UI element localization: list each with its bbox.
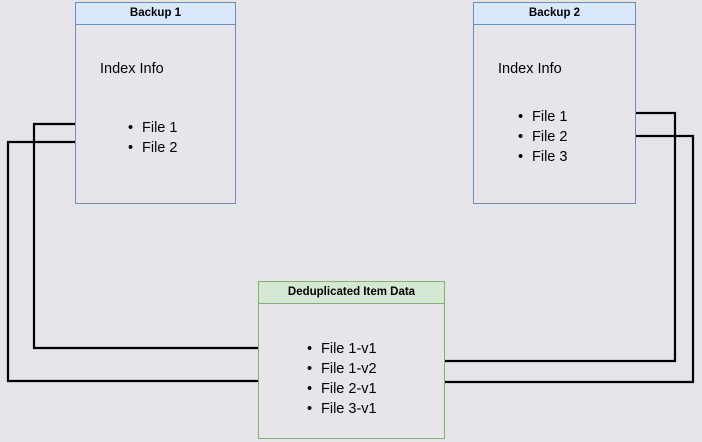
node-backup1[interactable]: Backup 1 Index Info File 1 File 2 [75, 2, 236, 204]
node-backup1-file-list: File 1 File 2 [128, 118, 177, 158]
list-item: File 1 [518, 107, 567, 127]
node-backup2-title: Backup 2 [474, 3, 635, 25]
list-item: File 2-v1 [307, 379, 377, 399]
list-item: File 3 [518, 147, 567, 167]
list-item: File 1-v1 [307, 339, 377, 359]
list-item: File 2 [128, 138, 177, 158]
node-backup2-file-list: File 1 File 2 File 3 [518, 107, 567, 167]
list-item: File 1 [128, 118, 177, 138]
node-backup1-body: Index Info File 1 File 2 [76, 25, 235, 203]
node-deduplicated-item-data[interactable]: Deduplicated Item Data File 1-v1 File 1-… [258, 281, 445, 439]
dedup-item-list: File 1-v1 File 1-v2 File 2-v1 File 3-v1 [307, 339, 377, 419]
list-item: File 2 [518, 127, 567, 147]
node-backup1-caption: Index Info [100, 61, 164, 77]
node-deduplicated-item-data-title: Deduplicated Item Data [259, 282, 444, 304]
node-backup2[interactable]: Backup 2 Index Info File 1 File 2 File 3 [473, 2, 636, 204]
list-item: File 1-v2 [307, 359, 377, 379]
node-backup2-caption: Index Info [498, 61, 562, 77]
node-backup1-title: Backup 1 [76, 3, 235, 25]
list-item: File 3-v1 [307, 399, 377, 419]
node-backup2-body: Index Info File 1 File 2 File 3 [474, 25, 635, 203]
node-deduplicated-item-data-body: File 1-v1 File 1-v2 File 2-v1 File 3-v1 [259, 304, 444, 438]
